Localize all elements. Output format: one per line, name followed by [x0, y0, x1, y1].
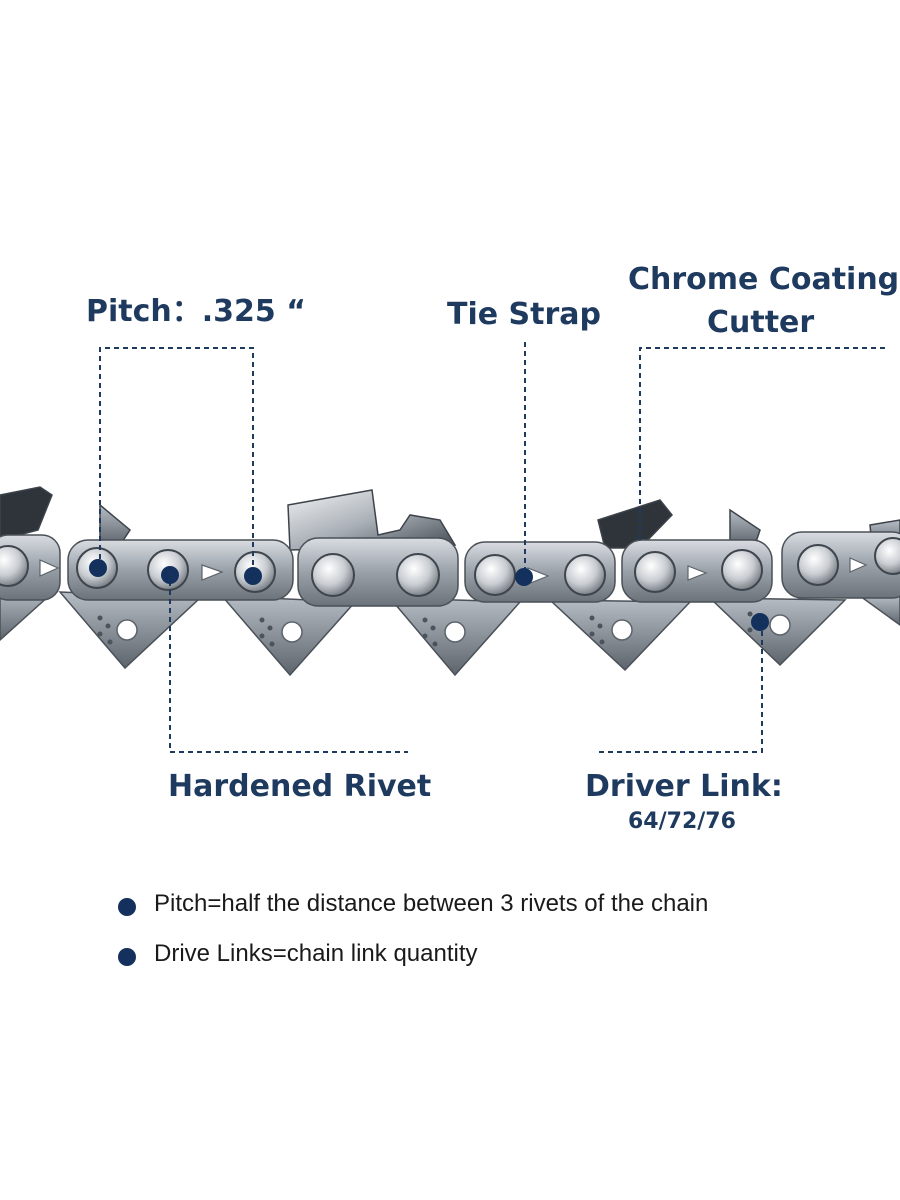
side-plates: [0, 531, 900, 607]
note-pitch: Pitch=half the distance between 3 rivets…: [118, 890, 818, 924]
pitch-label: Pitch：.325 “: [86, 294, 306, 329]
callout-markers: [89, 559, 769, 631]
bullet-icon: [118, 948, 136, 966]
note-drive-links-text: Drive Links=chain link quantity: [154, 940, 478, 967]
driver-link-label: Driver Link:: [585, 769, 783, 804]
cutter-label-line2: Cutter: [707, 305, 815, 340]
callout-lines: [99, 342, 886, 753]
driver-link-values: 64/72/76: [628, 809, 736, 834]
cutter-label-line1: Chrome Coating: [628, 262, 900, 297]
bullet-icon: [118, 898, 136, 916]
tie-strap-label: Tie Strap: [447, 297, 601, 332]
cutters: [0, 486, 900, 551]
drive-link-details: [116, 614, 791, 643]
note-drive-links: Drive Links=chain link quantity: [118, 940, 818, 974]
note-pitch-text: Pitch=half the distance between 3 rivets…: [154, 890, 709, 917]
plate-marks: [39, 557, 868, 585]
drive-link-dimples: [97, 611, 761, 647]
rivet-label: Hardened Rivet: [168, 769, 432, 804]
